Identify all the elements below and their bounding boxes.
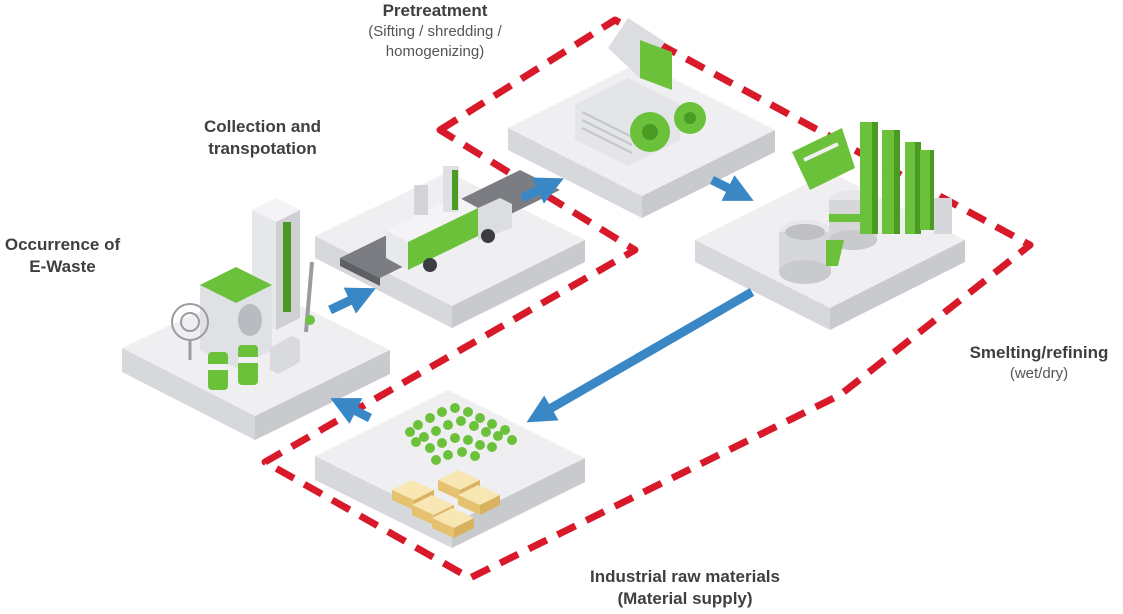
- occurrence-title-2: E-Waste: [29, 257, 96, 277]
- arrow-raw-to-occurrence: [330, 397, 373, 424]
- label-pretreatment: Pretreatment (Sifting / shredding / homo…: [330, 0, 540, 61]
- ingots-icon: [392, 470, 500, 538]
- cycle-loop-path: [261, 16, 1034, 582]
- arrow-smelting-to-raw: [526, 288, 755, 423]
- occurrence-title-1: Occurrence of: [4, 235, 121, 254]
- raw-title-1: Industrial raw materials: [590, 567, 780, 586]
- label-smelting: Smelting/refining (wet/dry): [955, 342, 1123, 384]
- arrow-collection-to-pretreatment: [520, 177, 564, 204]
- collection-title-1: Collection and: [203, 117, 322, 136]
- pretreatment-sub-2: homogenizing): [385, 42, 485, 60]
- label-occurrence: Occurrence of E-Waste: [0, 234, 125, 278]
- label-raw-materials: Industrial raw materials (Material suppl…: [555, 566, 815, 610]
- flow-arrows: [328, 175, 755, 424]
- arrow-pretreatment-to-smelting: [709, 175, 754, 202]
- e-waste-devices-icon: [171, 198, 315, 390]
- pellets-icon: [405, 403, 517, 465]
- smelter-icon: [779, 122, 952, 284]
- pretreatment-title: Pretreatment: [382, 1, 488, 20]
- raw-title-2: (Material supply): [617, 589, 753, 609]
- smelting-title: Smelting/refining: [969, 343, 1109, 362]
- smelting-sub: (wet/dry): [1009, 365, 1069, 383]
- shredder-icon: [575, 18, 706, 166]
- pretreatment-sub-1: (Sifting / shredding /: [368, 23, 502, 41]
- arrow-occurrence-to-collection: [328, 287, 376, 315]
- label-collection: Collection and transpotation: [180, 116, 345, 160]
- collection-title-2: transpotation: [208, 139, 317, 159]
- truck-icon: [386, 166, 512, 272]
